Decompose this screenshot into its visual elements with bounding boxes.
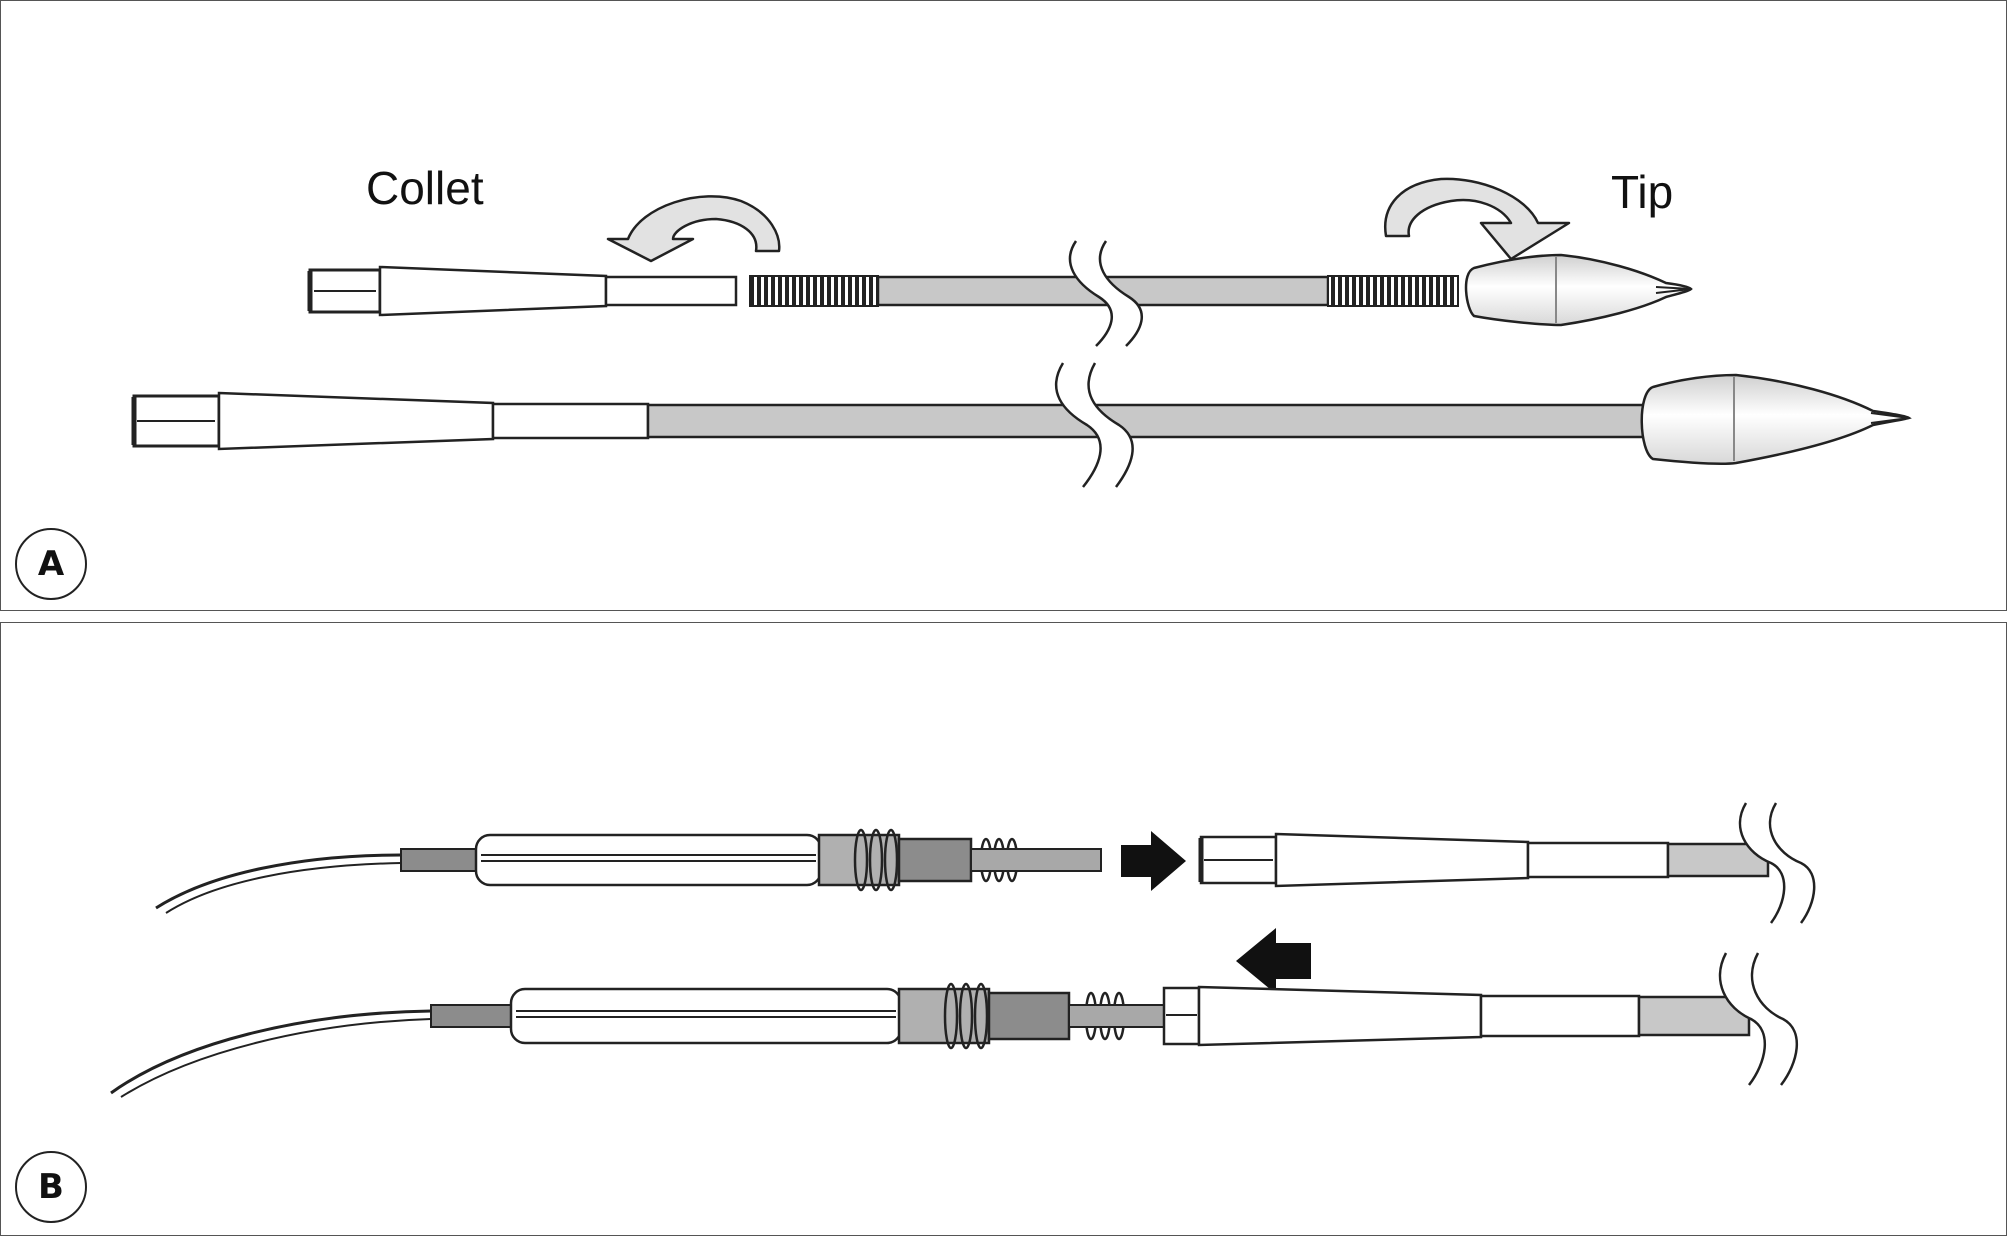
collet-body (1197, 985, 1483, 1047)
cable-connector (430, 1004, 517, 1028)
shaft-thread-right (1327, 275, 1459, 307)
collet-sleeve (491, 402, 650, 440)
handpiece-separated (155, 802, 1841, 924)
collet-body (1274, 832, 1530, 888)
collet-sleeve (1479, 994, 1641, 1038)
collet-body (217, 391, 495, 451)
break-mark-icon (1068, 240, 1143, 347)
handpiece-assembled (110, 952, 1831, 1098)
assembled-instrument (131, 362, 1912, 488)
panel-a-illustration (131, 177, 1912, 488)
connector-pin (1068, 1004, 1170, 1028)
collet-body (378, 265, 608, 317)
push-arrow-icon (1236, 928, 1311, 994)
cable-connector (400, 848, 477, 872)
collet-sleeve (1526, 841, 1670, 879)
shaft-thread-left (749, 275, 879, 307)
tip (1640, 373, 1912, 466)
panel-b: B (0, 622, 2007, 1236)
push-arrow-icon (1121, 831, 1186, 891)
grip-collar (897, 837, 973, 883)
collet-label: Collet (366, 162, 484, 214)
cable (110, 1009, 432, 1095)
shaft (646, 403, 1645, 439)
panel-b-illustration (110, 802, 1841, 1098)
grip-collar (987, 991, 1071, 1041)
panel-b-badge: B (15, 1151, 87, 1223)
panel-a-badge: A (15, 528, 87, 600)
break-mark-icon (1054, 362, 1134, 488)
break-mark-icon (1738, 802, 1841, 924)
rotate-arrow-icon (606, 195, 781, 263)
disassembled-instrument (307, 177, 1693, 347)
tip-label: Tip (1611, 166, 1674, 218)
connector-pin (970, 848, 1102, 872)
panel-a: Collet Tip A (0, 0, 2007, 611)
collet-sleeve (604, 275, 738, 307)
tip (1464, 253, 1693, 327)
rotate-arrow-icon (1384, 177, 1571, 261)
break-mark-icon (1718, 952, 1831, 1086)
cable (155, 853, 402, 910)
